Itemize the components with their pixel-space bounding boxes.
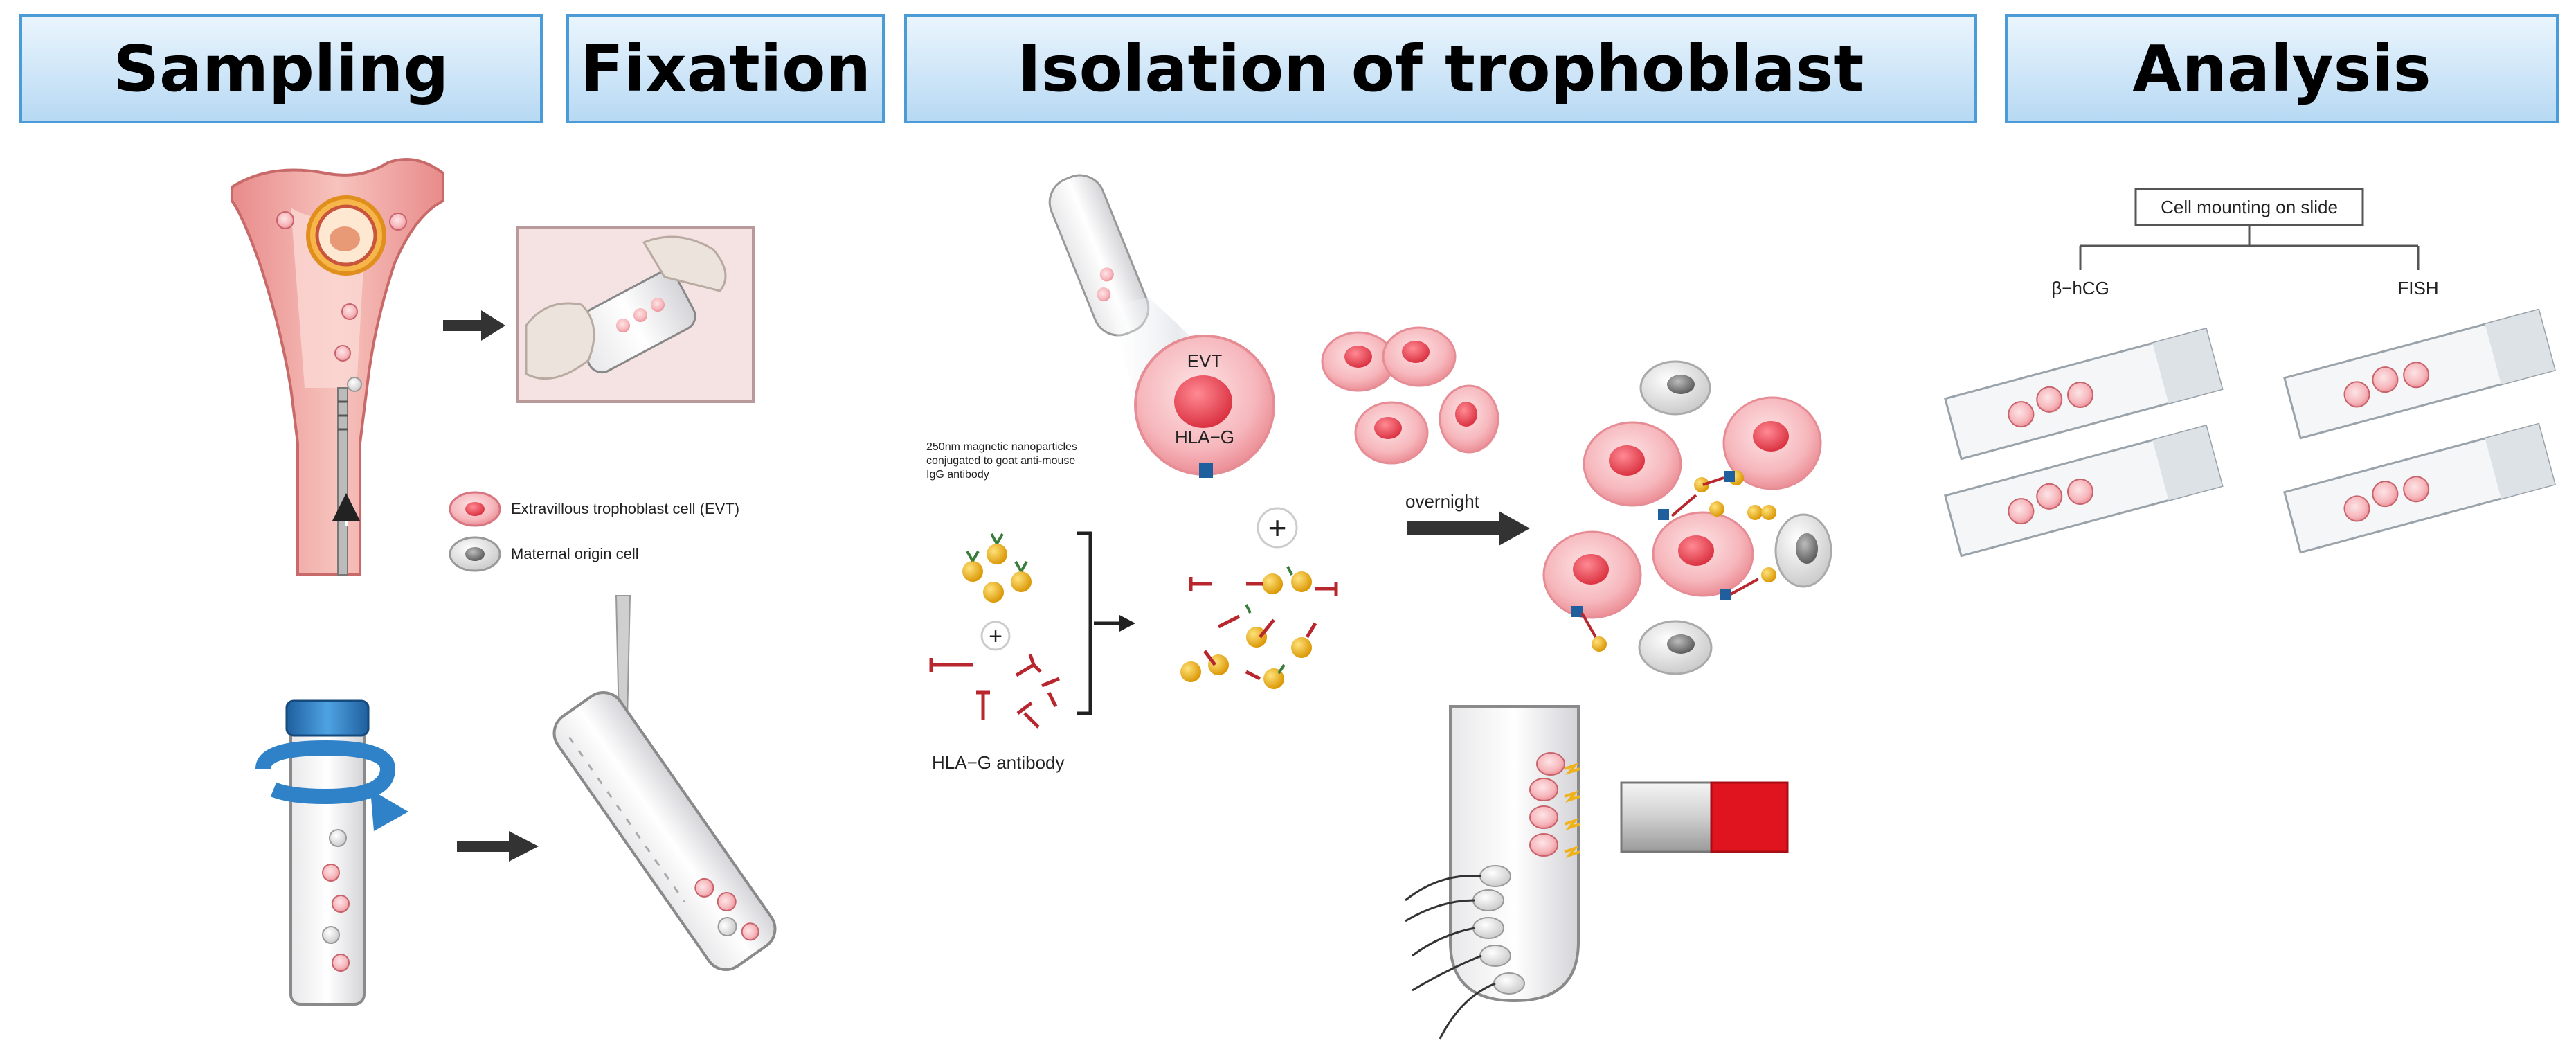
sampling-arrow-1-head	[481, 310, 505, 341]
combine-arrow-head	[1119, 615, 1135, 632]
plus-sign-small: +	[980, 621, 1011, 651]
nanoparticle-note-line-3: IgG antibody	[926, 469, 989, 481]
slide-hcg-top	[1943, 327, 2224, 461]
header-fixation: Fixation	[566, 14, 885, 123]
uterus-illustration	[231, 158, 444, 576]
nanoparticle-note: 250nm magnetic nanoparticles conjugated …	[926, 441, 1077, 481]
header-analysis: Analysis	[2005, 14, 2559, 123]
header-sampling: Sampling	[19, 14, 543, 123]
mounting-box-label: Cell mounting on slide	[2161, 197, 2338, 217]
slide-fish-top	[2282, 308, 2557, 440]
overnight-arrow-head	[1499, 511, 1530, 546]
bound-cells-cluster	[1542, 360, 1832, 675]
pipette-tube	[552, 595, 777, 971]
hla-g-antibody-label: HLA−G antibody	[932, 752, 1065, 773]
legend: Extravillous trophoblast cell (EVT) Mate…	[449, 491, 739, 572]
evt-cell-label: EVT	[1187, 350, 1223, 371]
legend-evt-label: Extravillous trophoblast cell (EVT)	[511, 500, 739, 517]
svg-text:+: +	[989, 623, 1002, 650]
combine-bracket	[1077, 531, 1092, 715]
overnight-label: overnight	[1405, 491, 1480, 512]
sampling-arrow-2-head	[509, 831, 539, 862]
hla-label: HLA−G	[1175, 427, 1234, 447]
nanoparticle-note-line-1: 250nm magnetic nanoparticles	[926, 441, 1077, 453]
header-isolation: Isolation of trophoblast	[904, 14, 1977, 123]
mounting-box	[2134, 188, 2364, 226]
legend-maternal-label: Maternal origin cell	[511, 545, 639, 562]
svg-text:+: +	[1268, 510, 1287, 546]
centrifuge-tube	[255, 699, 408, 1006]
conjugated-beads	[1180, 566, 1338, 689]
gold-beads-with-antibody	[962, 533, 1032, 603]
nanoparticle-note-line-2: conjugated to goat anti-mouse	[926, 455, 1075, 467]
evt-cell-large: EVT HLA−G	[1134, 335, 1275, 478]
slide-hcg-bottom	[1943, 424, 2224, 558]
slide-fish-bottom	[2282, 422, 2557, 554]
magnet	[1620, 781, 1789, 853]
evt-cells-cluster	[1321, 326, 1499, 465]
brush-tube-photo	[516, 226, 755, 403]
right-branch-label: FISH	[2397, 278, 2438, 298]
magnet-tube	[1405, 705, 1580, 1040]
mounting-tree: Cell mounting on slide β−hCG FISH	[2051, 188, 2439, 298]
hla-g-antibodies	[929, 654, 1060, 729]
plus-sign-large: +	[1257, 507, 1298, 549]
left-branch-label: β−hCG	[2051, 278, 2109, 298]
